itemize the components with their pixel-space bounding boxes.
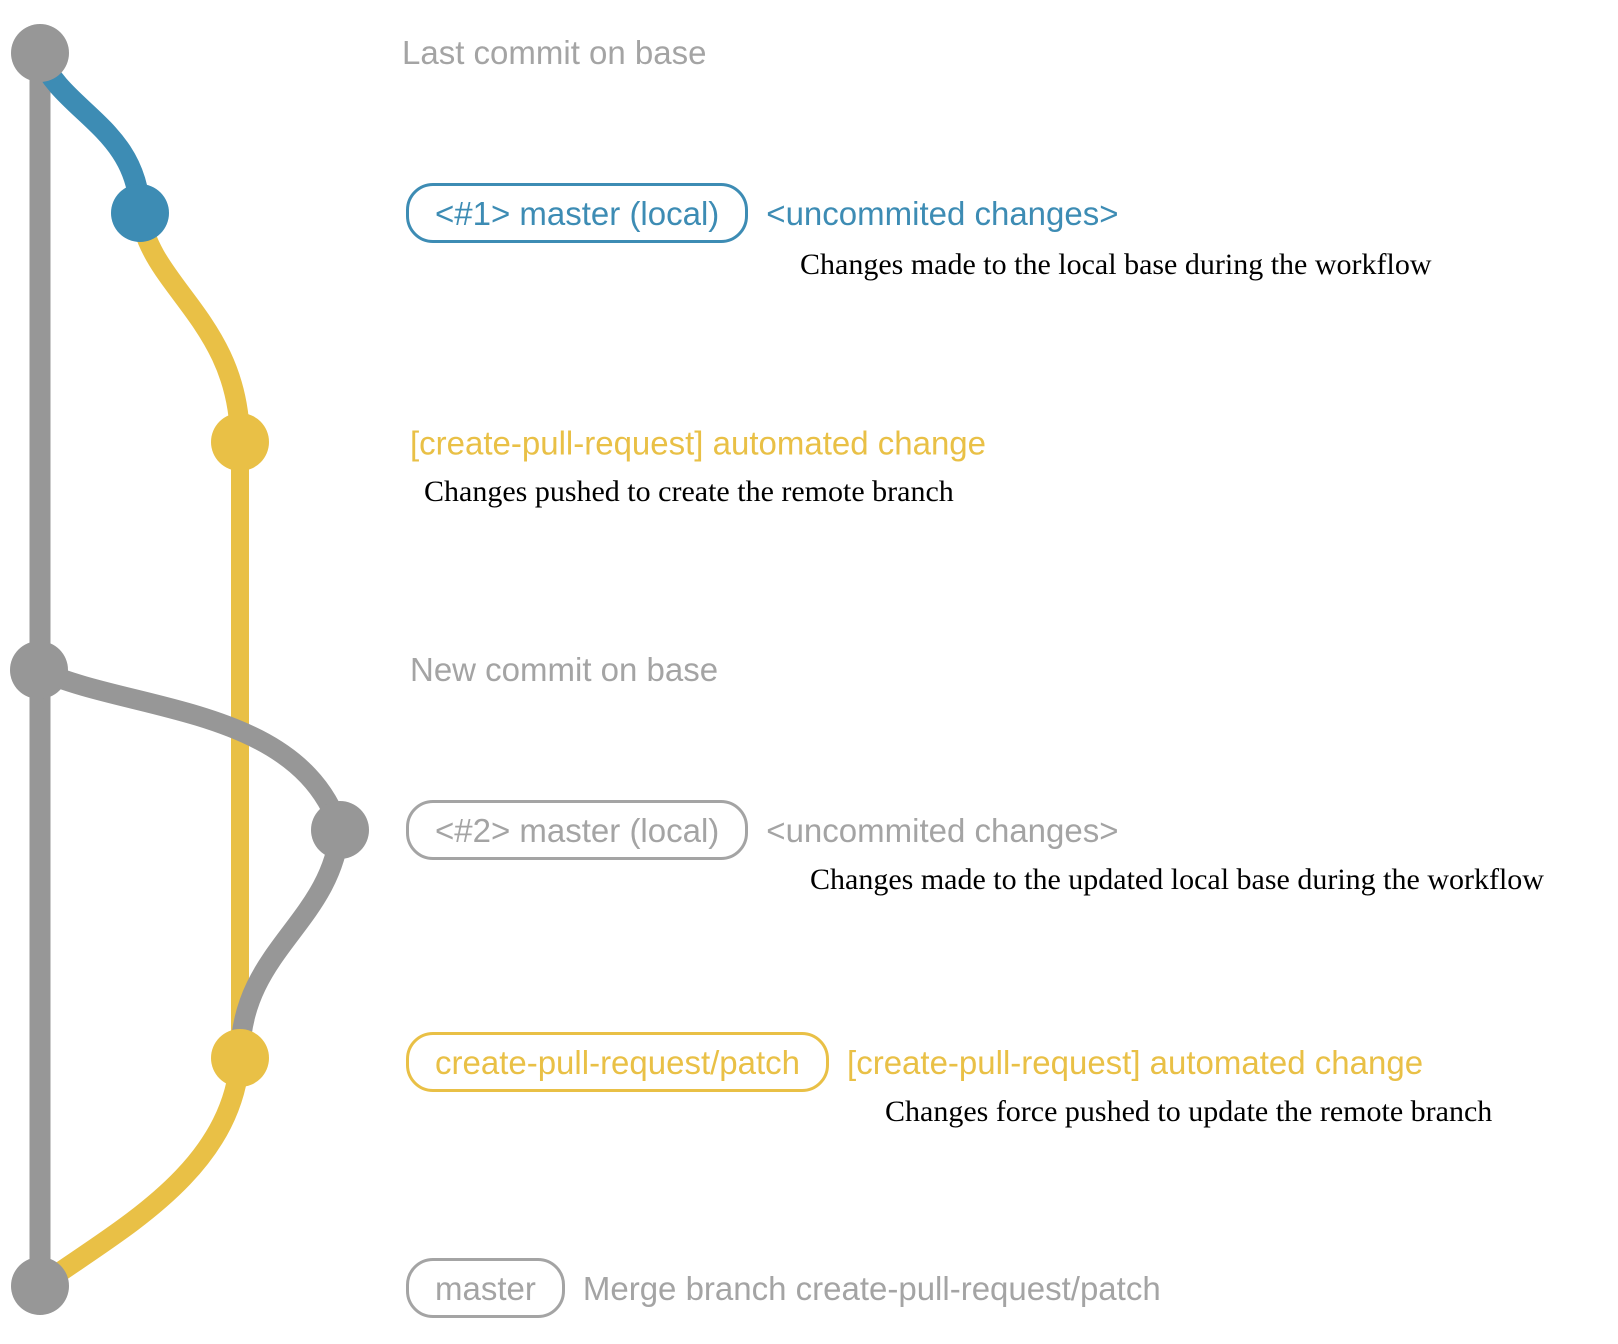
commit-dot-patch-1 — [211, 413, 269, 471]
row-patch-1: [create-pull-request] automated change — [410, 427, 986, 460]
commit-dot-last-base — [11, 24, 69, 82]
branch-badge-master: master — [406, 1258, 565, 1318]
local-to-patch-branch-curve — [130, 203, 250, 452]
local-into-patch-curve — [230, 820, 350, 1068]
row-merge: master Merge branch create-pull-request/… — [406, 1258, 1161, 1318]
commit-dot-merge — [11, 1257, 69, 1315]
row-patch-2: create-pull-request/patch [create-pull-r… — [406, 1032, 1423, 1092]
branch-badge-patch-label: create-pull-request/patch — [435, 1043, 801, 1081]
description-local-1: Changes made to the local base during th… — [800, 248, 1432, 281]
description-patch-1: Changes pushed to create the remote bran… — [424, 475, 954, 508]
branch-badge-master-label: master — [435, 1269, 536, 1307]
note-last-commit-on-base: Last commit on base — [402, 34, 707, 71]
commit-message-merge: Merge branch create-pull-request/patch — [582, 1269, 1161, 1307]
row-local-2: <#2> master (local) <uncommited changes> — [406, 800, 1119, 860]
row-local-1: <#1> master (local) <uncommited changes> — [406, 183, 1119, 243]
commit-dot-new-base — [10, 641, 68, 699]
commit-dot-local-2 — [311, 801, 369, 859]
branch-badge-local-2-label: <#2> master (local) — [435, 811, 720, 849]
branch-badge-patch: create-pull-request/patch — [406, 1032, 830, 1092]
commit-dot-patch-2 — [211, 1029, 269, 1087]
commit-message-patch-1: [create-pull-request] automated change — [410, 424, 987, 462]
patch-merge-curve — [30, 1048, 250, 1296]
branch-badge-local-1-label: <#1> master (local) — [435, 194, 720, 232]
base-into-local-curve — [29, 660, 350, 840]
note-new-commit-on-base: New commit on base — [410, 651, 719, 688]
commit-message-local-2: <uncommited changes> — [766, 811, 1119, 849]
commit-dot-local-1 — [111, 184, 169, 242]
branch-badge-local-1: <#1> master (local) — [406, 183, 749, 243]
commit-message-patch-2: [create-pull-request] automated change — [847, 1043, 1424, 1081]
description-patch-2: Changes force pushed to update the remot… — [885, 1095, 1493, 1128]
description-local-2: Changes made to the updated local base d… — [810, 863, 1544, 896]
branch-badge-local-2: <#2> master (local) — [406, 800, 749, 860]
commit-message-local-1: <uncommited changes> — [766, 194, 1119, 232]
